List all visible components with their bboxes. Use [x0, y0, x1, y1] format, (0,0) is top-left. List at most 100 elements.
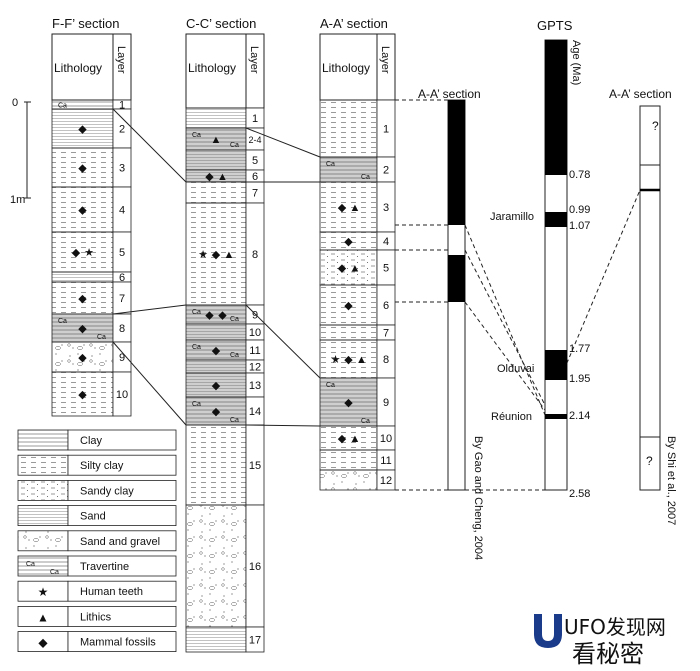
ff-header — [51, 33, 132, 101]
correlation-line — [112, 108, 187, 183]
correlation-lines — [112, 99, 641, 491]
cc-travertine-mark: Ca — [230, 316, 239, 323]
fossil-symbol-d: ◆ — [344, 300, 353, 312]
aa-layer-cell — [376, 469, 396, 491]
legend-label: Human teeth — [80, 586, 143, 598]
gpts-age-label: 1.07 — [569, 220, 590, 232]
gao-column — [447, 99, 466, 491]
shi-q2: ? — [646, 454, 653, 468]
shi-q1: ? — [652, 119, 659, 133]
cc-travertine-mark: Ca — [230, 142, 239, 149]
ff-layer-cell — [112, 371, 132, 417]
ff-travertine-mark: Ca — [97, 334, 106, 341]
ff-unit-6 — [51, 271, 114, 283]
ff-travertine-mark: Ca — [58, 103, 67, 110]
legend-symbol: ▲ — [37, 610, 49, 624]
cc-layer-number: 17 — [249, 635, 261, 647]
fossil-symbol-t: ▲ — [350, 263, 361, 275]
cc-unit-8 — [185, 323, 247, 341]
fossil-symbol-d: ◆ — [78, 389, 87, 401]
watermark-sub: 看秘密 — [572, 640, 644, 666]
shi-column — [639, 105, 661, 491]
brunhes-normal-chron — [545, 40, 567, 175]
ff-unit-3 — [51, 147, 114, 188]
legend-label-cell — [67, 454, 177, 476]
cc-unit-14 — [185, 504, 247, 628]
legend-swatch — [17, 479, 69, 501]
ff-lithology-label: Lithology — [54, 61, 102, 75]
scale-zero: 0 — [12, 97, 18, 109]
ff-layer-number: 3 — [119, 163, 125, 175]
legend-label: Sand — [80, 511, 106, 523]
cc-unit-10 — [185, 359, 247, 374]
aa-layer-number: 11 — [380, 455, 391, 467]
fossil-symbol-d: ◆ — [72, 247, 81, 259]
fossil-symbol-d: ◆ — [78, 352, 87, 364]
fossil-symbol-d: ◆ — [344, 397, 353, 409]
ff-title: F-F’ section — [52, 16, 119, 31]
cc-travertine-mark: Ca — [192, 132, 201, 139]
legend-swatch — [17, 429, 69, 451]
gpts-event-reunion: Réunion — [491, 411, 532, 423]
ff-layer-number: 4 — [119, 205, 125, 217]
scale-one: 1m — [10, 194, 25, 206]
aa-layer-number: 2 — [383, 165, 389, 177]
aa-layer-number: 1 — [383, 124, 389, 136]
fossil-symbol-d: ◆ — [78, 124, 87, 136]
ff-layer-number: 9 — [119, 352, 125, 364]
watermark-u-logo — [534, 614, 562, 648]
ff-unit-4 — [51, 186, 114, 233]
fossil-symbol-d: ◆ — [78, 163, 87, 175]
gpts-axis: Age (Ma) — [570, 40, 582, 85]
correlation-line — [245, 127, 321, 158]
legend-travertine-mark: Ca — [50, 569, 59, 576]
fossil-symbol-d: ◆ — [212, 249, 221, 261]
ff-layer-label: Layer — [115, 46, 127, 74]
ff-unit-5 — [51, 231, 114, 273]
aa-unit-11 — [319, 449, 378, 471]
cc-travertine-mark: Ca — [192, 309, 201, 316]
cc-title: C-C’ section — [186, 16, 256, 31]
legend-label-cell — [67, 479, 177, 501]
shi-credit: By Shi et al., 2007 — [665, 436, 677, 525]
jaramillo-subchron — [545, 212, 567, 227]
cc-travertine-mark: Ca — [192, 401, 201, 408]
cc-layer-number: 7 — [252, 188, 258, 200]
aa-layer-number: 12 — [380, 475, 392, 487]
aa-travertine-mark: Ca — [361, 418, 370, 425]
legend-label-cell — [67, 606, 177, 627]
legend-travertine-mark: Ca — [26, 561, 35, 568]
correlation-line — [112, 304, 187, 315]
cc-unit-4 — [185, 169, 247, 183]
cc-layer-number: 10 — [249, 327, 261, 339]
aa-unit-12 — [319, 469, 378, 491]
correlation-line — [245, 304, 321, 379]
cc-unit-13 — [185, 424, 247, 506]
fossil-symbol-t: ▲ — [211, 134, 222, 146]
normal-polarity-zone — [448, 255, 465, 302]
fossil-symbol-t: ▲ — [224, 249, 235, 261]
aa-layer-number: 9 — [383, 397, 389, 409]
legend-label: Travertine — [80, 561, 129, 573]
fossil-symbol-d: ◆ — [212, 406, 221, 418]
legend-label-cell — [67, 429, 177, 451]
watermark: UFO发现网 看秘密 — [534, 614, 666, 666]
aa-unit-10 — [319, 425, 378, 451]
fossil-symbol-t: ▲ — [350, 433, 361, 445]
fossil-symbol-d: ◆ — [344, 236, 353, 248]
normal-polarity-zone — [448, 100, 465, 225]
cc-unit-5 — [185, 181, 247, 204]
ff-travertine-mark: Ca — [58, 318, 67, 325]
aa-layer-label: Layer — [379, 46, 391, 74]
dashed-correlation-line — [464, 224, 546, 416]
cc-layer-number: 14 — [249, 406, 261, 418]
dashed-correlation-line — [544, 189, 641, 416]
ff-layer-number: 1 — [119, 100, 125, 112]
fossil-symbol-s: ★ — [331, 354, 341, 366]
gpts-age-label: 2.58 — [569, 488, 590, 500]
